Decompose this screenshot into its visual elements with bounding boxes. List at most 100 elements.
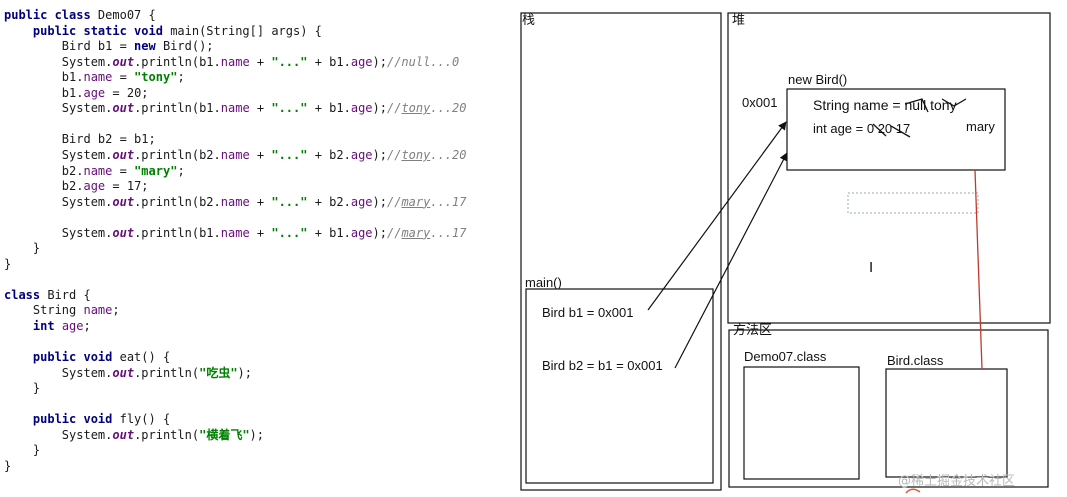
code-token: age bbox=[350, 101, 373, 116]
class-reference-line bbox=[974, 169, 983, 370]
name-new-value: mary bbox=[966, 119, 995, 134]
code-token: + b1. bbox=[307, 54, 351, 69]
code-token: "吃虫" bbox=[199, 365, 238, 380]
code-token: = bbox=[112, 163, 135, 178]
code-token: ...17 bbox=[430, 225, 467, 240]
code-line: } bbox=[4, 443, 40, 458]
code-token: String bbox=[4, 303, 84, 318]
stack-box bbox=[520, 12, 722, 491]
code-token: System. bbox=[4, 365, 113, 380]
code-line: System.out.println("横着飞"); bbox=[4, 428, 264, 443]
b1-pointer-arrow bbox=[647, 121, 787, 311]
code-token: public class bbox=[4, 8, 98, 22]
code-token: } bbox=[4, 381, 41, 396]
code-token: // bbox=[386, 194, 402, 209]
b1-variable: Bird b1 = 0x001 bbox=[542, 305, 633, 320]
heap-title: 堆 bbox=[732, 12, 745, 27]
code-token: ...20 bbox=[430, 147, 467, 162]
code-token: name bbox=[83, 163, 113, 178]
code-token: + b1. bbox=[307, 101, 351, 116]
code-token: } bbox=[4, 458, 12, 473]
code-token: .println(b1. bbox=[134, 101, 221, 116]
bird-class-box bbox=[885, 368, 1008, 478]
code-token: mary bbox=[401, 194, 431, 209]
code-token: ; bbox=[112, 303, 120, 318]
code-token: name bbox=[220, 147, 250, 162]
code-line: public class Demo07 { bbox=[4, 8, 156, 23]
code-line: System.out.println(b2.name + "..." + b2.… bbox=[4, 194, 467, 210]
code-token: "..." bbox=[271, 225, 308, 240]
code-token: mary bbox=[401, 225, 431, 240]
code-token: .println(b2. bbox=[134, 147, 221, 162]
code-line: public static void main(String[] args) { bbox=[4, 24, 322, 39]
code-token: "mary" bbox=[134, 163, 178, 178]
main-frame-label: main() bbox=[525, 275, 562, 290]
code-token: .println(b1. bbox=[134, 225, 221, 240]
demo07-class-box bbox=[743, 366, 860, 480]
code-token: ; bbox=[177, 70, 185, 85]
age-field: int age = 0 20 17 bbox=[813, 121, 910, 136]
code-token: age bbox=[83, 179, 106, 194]
code-token: name bbox=[83, 303, 113, 318]
code-line: System.out.println(b1.name + "..." + b1.… bbox=[4, 101, 467, 116]
code-line: } bbox=[4, 459, 11, 474]
code-token: out bbox=[112, 225, 135, 240]
code-line: public void eat() { bbox=[4, 350, 170, 365]
code-token: out bbox=[112, 427, 135, 442]
code-token: ); bbox=[372, 225, 387, 240]
code-token: "..." bbox=[271, 194, 308, 209]
code-token: + bbox=[249, 225, 272, 240]
code-token: ); bbox=[372, 101, 387, 116]
code-token: // bbox=[386, 147, 402, 162]
code-token: + bbox=[249, 194, 272, 209]
code-token: b1. bbox=[4, 70, 84, 85]
code-token: age bbox=[350, 54, 373, 69]
heap-box bbox=[727, 12, 1051, 324]
code-token: //null...0 bbox=[386, 54, 460, 69]
red-pen-mark bbox=[905, 488, 921, 494]
code-token: System. bbox=[4, 194, 113, 209]
code-token: Bird b1 = bbox=[4, 39, 135, 54]
code-line: } bbox=[4, 241, 40, 256]
code-token: tony bbox=[401, 147, 431, 162]
code-token: age bbox=[350, 225, 373, 240]
code-line: class Bird { bbox=[4, 288, 91, 303]
code-token: .println(b1. bbox=[134, 54, 221, 69]
bird-class-label: Bird.class bbox=[887, 353, 944, 368]
code-token: System. bbox=[4, 427, 113, 442]
code-token: + b2. bbox=[307, 194, 351, 209]
main-frame-box bbox=[525, 288, 714, 484]
strike-null bbox=[904, 98, 929, 113]
code-token: System. bbox=[4, 101, 113, 116]
code-token: age bbox=[61, 319, 84, 333]
code-line: b2.name = "mary"; bbox=[4, 164, 185, 179]
code-token: ; bbox=[177, 163, 185, 178]
object-label: new Bird() bbox=[788, 72, 847, 87]
selection-marquee bbox=[847, 192, 979, 214]
code-token: + b2. bbox=[307, 147, 351, 162]
code-token: = bbox=[112, 70, 135, 85]
object-address: 0x001 bbox=[742, 95, 777, 110]
code-line: Bird b1 = new Bird(); bbox=[4, 39, 214, 54]
code-token: } bbox=[4, 241, 41, 256]
code-token: fly() { bbox=[119, 412, 171, 427]
code-token: Demo07 { bbox=[97, 8, 156, 22]
code-line: System.out.println("吃虫"); bbox=[4, 366, 252, 381]
code-token: + bbox=[249, 147, 272, 162]
code-token: name bbox=[83, 70, 113, 85]
code-line: b2.age = 17; bbox=[4, 179, 149, 194]
code-line: System.out.println(b1.name + "..." + b1.… bbox=[4, 55, 459, 70]
code-token: Bird b2 = b1; bbox=[4, 132, 156, 147]
text-cursor: I bbox=[869, 259, 873, 276]
code-token: int bbox=[32, 319, 62, 333]
code-line: public void fly() { bbox=[4, 412, 170, 427]
code-token: = 17; bbox=[105, 179, 149, 194]
code-token: Bird(); bbox=[162, 39, 214, 54]
code-token: ); bbox=[372, 54, 387, 69]
strike-0 bbox=[872, 123, 887, 137]
method-area-box bbox=[728, 329, 1049, 488]
code-token: ); bbox=[237, 365, 252, 380]
name-field: String name = null tony bbox=[813, 97, 957, 113]
code-token: ; bbox=[83, 319, 91, 333]
code-token: = 20; bbox=[105, 85, 149, 100]
